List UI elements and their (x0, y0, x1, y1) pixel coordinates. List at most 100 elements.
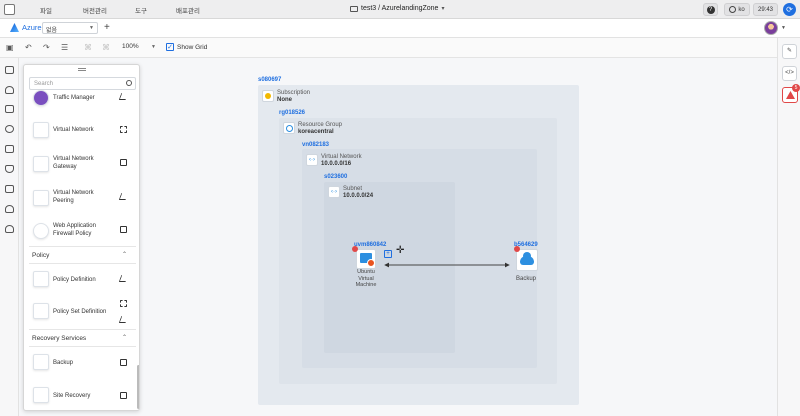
document-title[interactable]: test3 / AzurelandingZone ▾ (350, 5, 444, 12)
container-icon[interactable] (120, 126, 127, 133)
vm-node[interactable] (356, 249, 376, 269)
code-view-button[interactable]: </> (782, 66, 797, 81)
palette-item-policy-definition[interactable]: Policy Definition (24, 266, 136, 296)
sync-icon: ⟳ (786, 5, 793, 14)
timer-display: 29:43 (753, 3, 778, 16)
backup-node[interactable] (516, 249, 538, 271)
show-grid-toggle[interactable]: ✓ Show Grid (166, 43, 207, 51)
palette-item-vnet-gateway[interactable]: Virtual Network Gateway (24, 153, 136, 183)
help-button[interactable]: ? (703, 3, 718, 16)
right-rail: ✎ </> 5 (777, 38, 800, 416)
expand-node-button[interactable]: + (384, 250, 392, 258)
shield-icon[interactable] (5, 165, 14, 173)
connection-line[interactable] (379, 258, 517, 274)
connector-icon[interactable] (118, 193, 129, 200)
resource-group-node[interactable]: Resource Group koreacentral (283, 122, 342, 136)
connector-icon[interactable] (118, 316, 129, 323)
paste-style-icon[interactable]: ⌘ (102, 43, 110, 52)
warning-count-badge: 5 (792, 84, 800, 92)
virtual-network-icon (33, 122, 49, 138)
toolbar: ▣ ↶ ↷ ☰ ⌘ ⌘ 100% ▼ ✓ Show Grid (0, 38, 800, 58)
globe-icon (729, 6, 737, 13)
error-dot-icon (514, 246, 520, 252)
policy-definition-icon (33, 271, 49, 287)
workspace-bar: Azure 없음 ▼ + ▼ (0, 19, 800, 38)
search-icon (126, 80, 132, 86)
chevron-up-icon[interactable]: ⌃ (122, 252, 128, 258)
cloud-icon[interactable] (5, 86, 14, 94)
drag-handle-icon[interactable] (78, 68, 86, 71)
palette-item-backup[interactable]: Backup (24, 350, 136, 380)
sync-button[interactable]: ⟳ (783, 3, 796, 16)
section-recovery-services[interactable]: Recovery Services (32, 335, 87, 342)
palette-item-label: Web Application Firewall Policy (53, 223, 96, 237)
cloud-upload-icon[interactable] (5, 205, 14, 213)
export-icon[interactable] (5, 66, 14, 74)
subnet-zone[interactable] (324, 182, 455, 353)
palette-item-policy-set-definition[interactable]: Policy Set Definition (24, 298, 136, 328)
palette-item-label: Backup (53, 360, 74, 366)
connector-icon[interactable] (118, 93, 129, 100)
connector-icon[interactable] (118, 275, 129, 282)
search-input[interactable]: Search (29, 77, 136, 90)
palette-item-site-recovery[interactable]: Site Recovery (24, 383, 136, 410)
chevron-up-icon[interactable]: ⌃ (122, 335, 128, 341)
node-icon[interactable] (120, 392, 127, 399)
error-dot-icon (352, 246, 358, 252)
container-icon[interactable] (120, 300, 127, 307)
cloud-download-icon[interactable] (5, 225, 14, 233)
subnet-node[interactable]: ‹·› Subnet 10.0.0.0/24 (328, 186, 373, 200)
warnings-button[interactable]: 5 (782, 84, 800, 103)
copy-style-icon[interactable]: ⌘ (84, 43, 92, 52)
add-tab-button[interactable]: + (104, 22, 110, 33)
edit-icon: ✎ (786, 48, 793, 54)
timer-label: 29:43 (757, 6, 773, 13)
layers-icon[interactable] (5, 185, 14, 193)
avatar[interactable] (764, 21, 778, 35)
redo-icon[interactable]: ↷ (43, 43, 50, 52)
palette-item-vnet-peering[interactable]: Virtual Network Peering (24, 187, 136, 217)
search-placeholder: Search (34, 81, 54, 87)
menu-version[interactable]: 버전관리 (83, 8, 107, 15)
palette-scrollbar[interactable] (137, 365, 139, 409)
site-recovery-icon (33, 387, 49, 403)
palette-item-label: Policy Set Definition (53, 309, 107, 315)
zoom-level[interactable]: 100% (122, 43, 139, 50)
image-icon[interactable] (5, 105, 14, 113)
ubuntu-icon (367, 259, 375, 267)
node-icon[interactable] (120, 226, 127, 233)
key-icon (262, 90, 274, 102)
menu-file[interactable]: 파일 (40, 8, 52, 15)
palette-item-virtual-network[interactable]: Virtual Network (24, 120, 136, 150)
language-button[interactable]: ko (724, 3, 750, 16)
palette-item-label: Policy Definition (53, 277, 96, 283)
checkbox-checked-icon[interactable]: ✓ (166, 43, 174, 51)
subscription-node[interactable]: Subscription None (262, 90, 310, 104)
chevron-down-icon[interactable]: ▼ (151, 44, 156, 50)
vnet-node[interactable]: ‹·› Virtual Network 10.0.0.0/16 (306, 154, 362, 168)
node-icon[interactable] (120, 359, 127, 366)
palette-item-waf-policy[interactable]: Web Application Firewall Policy (24, 220, 136, 250)
resource-palette: Search Traffic Manager Virtual Network V… (23, 64, 140, 411)
warning-icon (786, 91, 795, 99)
menu-deploy[interactable]: 배포관리 (176, 8, 200, 15)
node-icon[interactable] (120, 159, 127, 166)
save-icon[interactable]: ▣ (6, 43, 14, 52)
history-icon[interactable] (5, 125, 14, 133)
resource-group-id: rg018526 (279, 110, 306, 116)
format-icon[interactable]: ☰ (61, 43, 69, 52)
template-select[interactable]: 없음 ▼ (42, 22, 98, 34)
vnet-title: Virtual Network (321, 154, 362, 160)
sidebar-toggle-icon[interactable] (4, 4, 15, 15)
traffic-manager-icon (33, 90, 49, 106)
section-policy[interactable]: Policy (32, 252, 50, 259)
undo-icon[interactable]: ↶ (25, 43, 32, 52)
palette-item-traffic-manager[interactable]: Traffic Manager (24, 88, 136, 118)
list-icon[interactable] (5, 145, 14, 153)
edit-style-button[interactable]: ✎ (782, 44, 797, 59)
diagram-canvas[interactable]: s080697 Subscription None rg018526 Resou… (19, 58, 777, 416)
menu-tools[interactable]: 도구 (135, 8, 147, 15)
backup-icon (33, 354, 49, 370)
chevron-down-icon[interactable]: ▼ (781, 25, 786, 31)
palette-item-label: Virtual Network (53, 127, 94, 133)
